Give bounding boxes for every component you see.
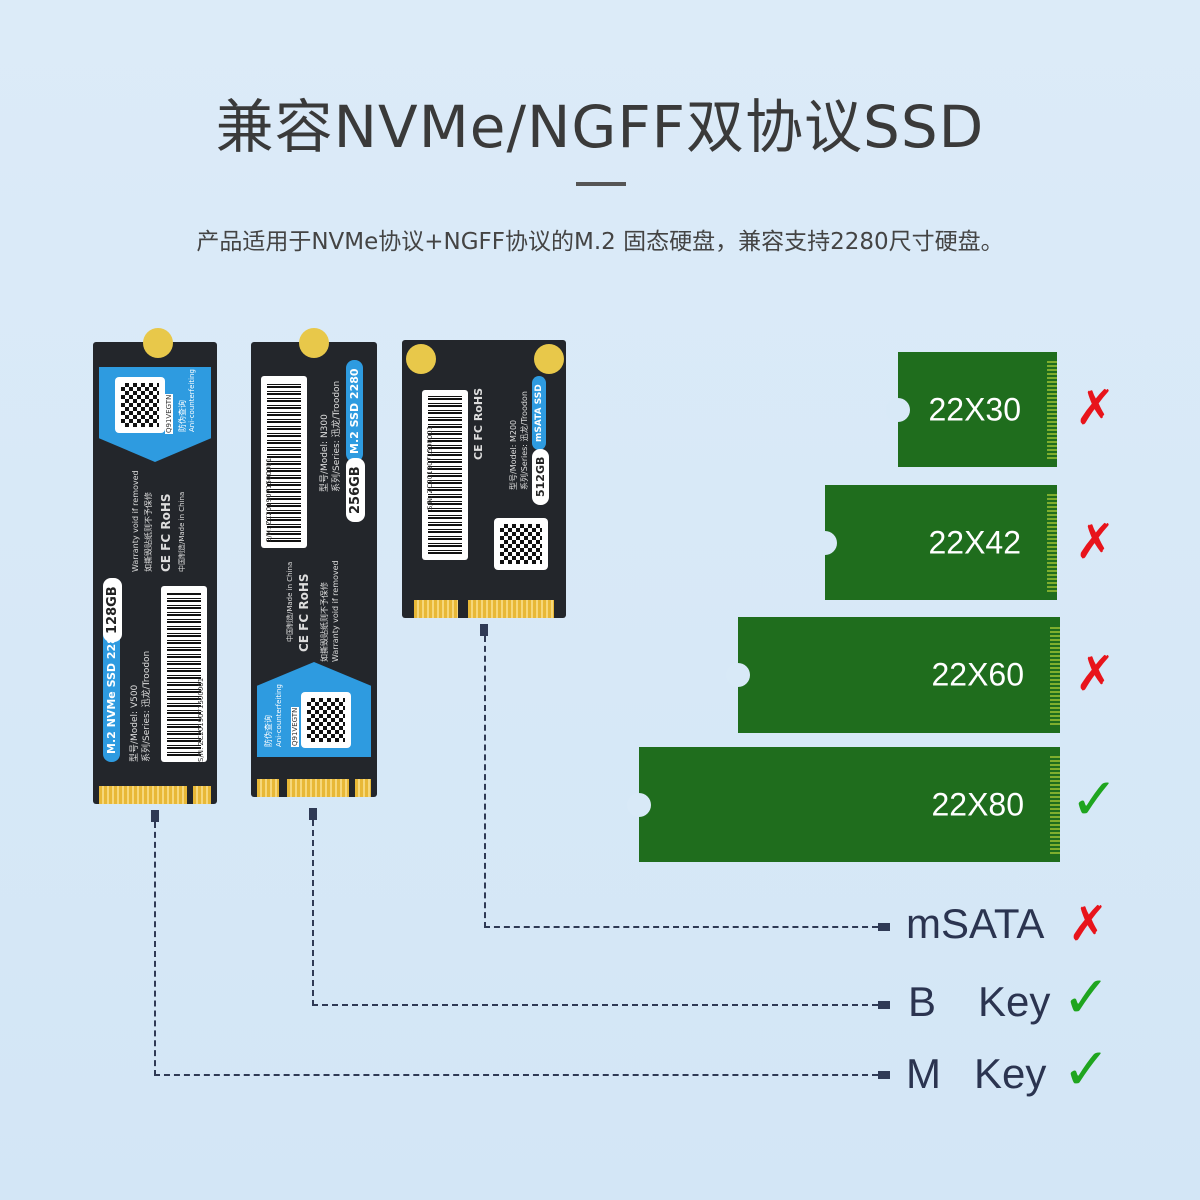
series: 系列/Series: 迅龙/Troodon	[332, 380, 342, 492]
serial: S/N: ZC201907150000​1	[197, 677, 205, 762]
mkey-dash-line	[154, 822, 156, 1076]
mount-hole	[406, 344, 436, 374]
capacity-label: 256GB	[346, 458, 365, 522]
check-icon: ✓	[1062, 963, 1111, 1031]
bkey-dash-line	[312, 1004, 878, 1006]
page-title: 兼容NVMe/NGFF双协议SSD	[215, 93, 985, 161]
qr-code	[115, 377, 165, 433]
warranty-cn: 如撕毁贴纸则不予保修	[144, 492, 153, 572]
bkey-dash-line	[312, 820, 314, 1006]
connector-pins	[99, 786, 187, 804]
interface-b-key: Key	[978, 978, 1051, 1025]
anti-en: Ani-counterfeiting	[275, 684, 283, 747]
ssd-m2-nvme-128gb: Q91VEGTN 防伪查询 Ani-counterfeiting Warrant…	[93, 328, 217, 804]
mkey-dash-line	[154, 1074, 878, 1076]
cross-icon: ✗	[1075, 646, 1116, 702]
cert-logos: CE FC RoHS	[472, 388, 485, 460]
msata-dash-line	[484, 636, 486, 928]
series: 系列/Series: 迅龙/Troodon	[142, 650, 152, 762]
ssd-type-label: mSATA SSD	[532, 376, 546, 450]
connector-pins	[355, 779, 371, 797]
connector-pins	[257, 779, 279, 797]
ssd-type-label: M.2 SSD 2280	[346, 360, 363, 462]
interface-m-key: Key	[974, 1050, 1047, 1097]
cross-icon: ✗	[1075, 380, 1116, 436]
barcode	[261, 376, 307, 548]
connector-endcap	[151, 810, 159, 822]
mount-hole	[143, 328, 173, 358]
anti-en: Ani-counterfeiting	[188, 369, 196, 432]
ssd-m2-sata-256gb: S/N: ZC2019071500001 型号/Model: N300 系列/S…	[251, 328, 377, 797]
connector-pins	[287, 779, 349, 797]
made-in: 中国制造/Made in China	[286, 561, 294, 642]
connector-endcap	[878, 923, 890, 931]
warranty: Warranty void if removed	[331, 560, 340, 662]
qr-code	[494, 518, 548, 570]
interface-msata: mSATA	[906, 900, 1045, 947]
capacity-label: 128GB	[103, 578, 122, 642]
interface-m: M	[906, 1050, 941, 1097]
check-icon: ✓	[1070, 765, 1119, 833]
mount-hole	[534, 344, 564, 374]
cert-logos: CE FC RoHS	[297, 573, 311, 652]
qr-code	[301, 692, 351, 748]
warranty-cn: 如撕毁贴纸则不予保修	[320, 582, 329, 662]
page-subtitle: 产品适用于NVMe协议+NGFF协议的M.2 固态硬盘，兼容支持2280尺寸硬盘…	[196, 229, 1004, 255]
connector-endcap	[309, 808, 317, 820]
series: 系列/Series: 迅龙/Troodon	[520, 391, 529, 490]
qr-code-id: Q91VEGTN	[165, 393, 173, 434]
ssd-msata-512gb: S/N: ZC2019071500001 CE FC RoHS 型号/Model…	[402, 340, 566, 618]
connector-pins	[193, 786, 211, 804]
cross-icon: ✗	[1075, 514, 1116, 570]
connector-endcap	[878, 1001, 890, 1009]
size-card-22x60: 22X60	[726, 617, 1060, 733]
title-divider	[576, 182, 626, 186]
barcode	[422, 390, 468, 560]
capacity-label: 512GB	[532, 448, 549, 505]
cross-icon: ✗	[1068, 896, 1109, 952]
connector-endcap	[878, 1071, 890, 1079]
serial: S/N: ZC2019071500001	[265, 457, 273, 542]
size-label: 22X60	[931, 656, 1024, 693]
connector-pins	[468, 600, 554, 618]
serial: S/N: ZC2019071500001	[426, 425, 434, 510]
barcode	[161, 586, 207, 762]
size-card-22x42: 22X42	[813, 485, 1057, 600]
anti-label: 防伪查询	[178, 400, 187, 432]
made-in: 中国制造/Made in China	[178, 491, 186, 572]
size-label: 22X80	[931, 786, 1024, 822]
size-label: 22X42	[928, 524, 1021, 560]
model: 型号/Model: M200	[509, 419, 518, 490]
interface-b: B	[908, 978, 937, 1025]
connector-endcap	[480, 624, 488, 636]
anti-label: 防伪查询	[264, 715, 273, 747]
warranty: Warranty void if removed	[131, 470, 140, 572]
mount-hole	[299, 328, 329, 358]
qr-code-id: Q91VEGTN	[291, 706, 299, 747]
check-icon: ✓	[1062, 1035, 1111, 1103]
cert-logos: CE FC RoHS	[159, 493, 173, 572]
msata-dash-line	[484, 926, 878, 928]
connector-pins	[414, 600, 458, 618]
size-label: 22X30	[928, 391, 1021, 427]
size-card-22x80: 22X80	[627, 747, 1060, 862]
size-card-22x30: 22X30	[886, 352, 1057, 467]
